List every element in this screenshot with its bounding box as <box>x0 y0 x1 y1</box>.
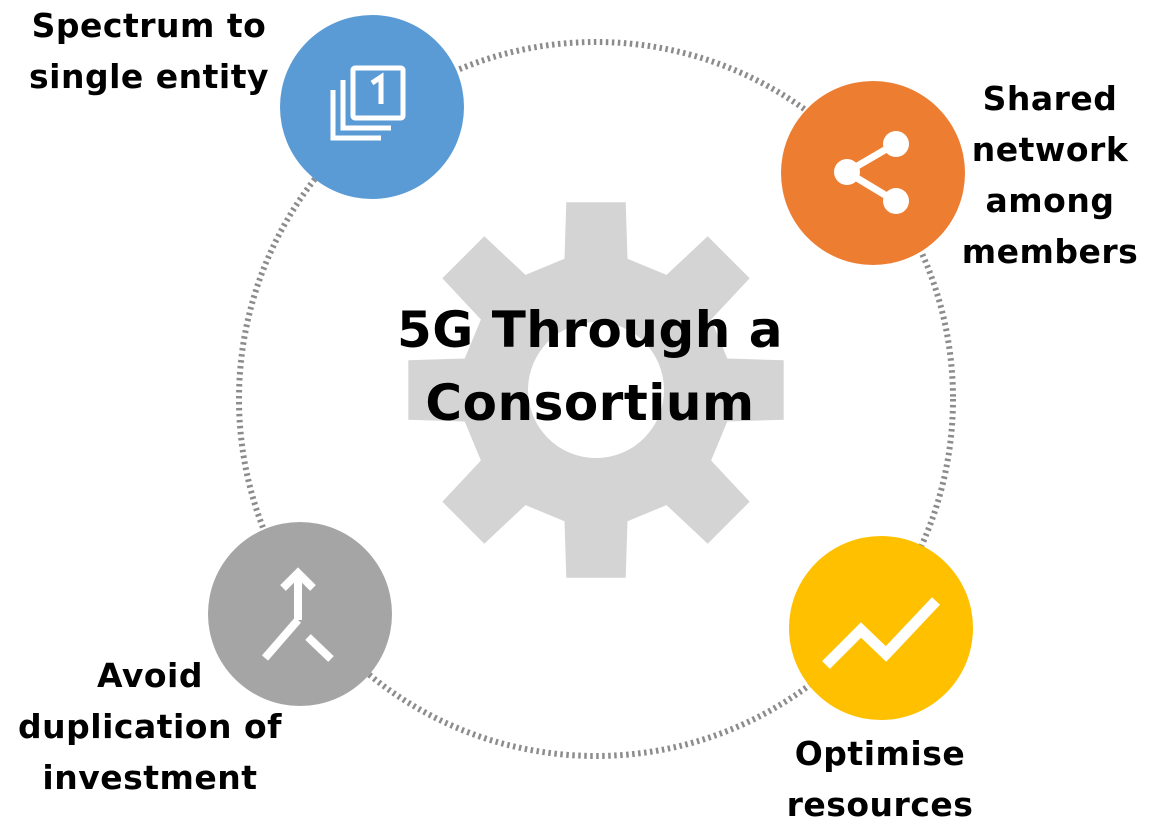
center-title-line-1: 5G Through a <box>396 301 784 359</box>
merge-icon <box>261 567 334 662</box>
share-icon <box>834 131 909 214</box>
label-avoid-line-3: investment <box>42 758 258 797</box>
trend-up-icon <box>822 597 941 669</box>
label-avoid-line-2: duplication of <box>18 707 282 746</box>
label-optimise-line-1: Optimise <box>794 734 966 773</box>
label-shared-line-3: among <box>985 181 1115 220</box>
single-entity-icon <box>330 65 406 141</box>
label-spectrum-line-1: Spectrum to <box>31 6 267 45</box>
label-optimise-line-2: resources <box>786 785 974 824</box>
node-spectrum-circle <box>280 15 464 199</box>
label-shared: Shared network among members <box>950 73 1150 277</box>
node-shared <box>781 81 965 265</box>
label-optimise: Optimise resources <box>760 728 1000 830</box>
label-shared-line-1: Shared <box>982 79 1118 118</box>
gear-icon <box>408 202 784 578</box>
label-spectrum-line-2: single entity <box>29 57 269 96</box>
center-title-line-2: Consortium <box>425 374 755 432</box>
node-shared-circle <box>781 81 965 265</box>
dotted-ring <box>236 39 956 759</box>
label-shared-line-4: members <box>961 232 1139 271</box>
node-spectrum <box>280 15 464 199</box>
node-optimise <box>789 536 973 720</box>
label-avoid: Avoid duplication of investment <box>10 650 290 803</box>
node-optimise-circle <box>789 536 973 720</box>
label-avoid-line-1: Avoid <box>97 656 203 695</box>
label-spectrum: Spectrum to single entity <box>18 0 280 102</box>
label-shared-line-2: network <box>971 130 1129 169</box>
node-avoid <box>208 522 392 706</box>
center-title: 5G Through a Consortium <box>365 294 815 440</box>
